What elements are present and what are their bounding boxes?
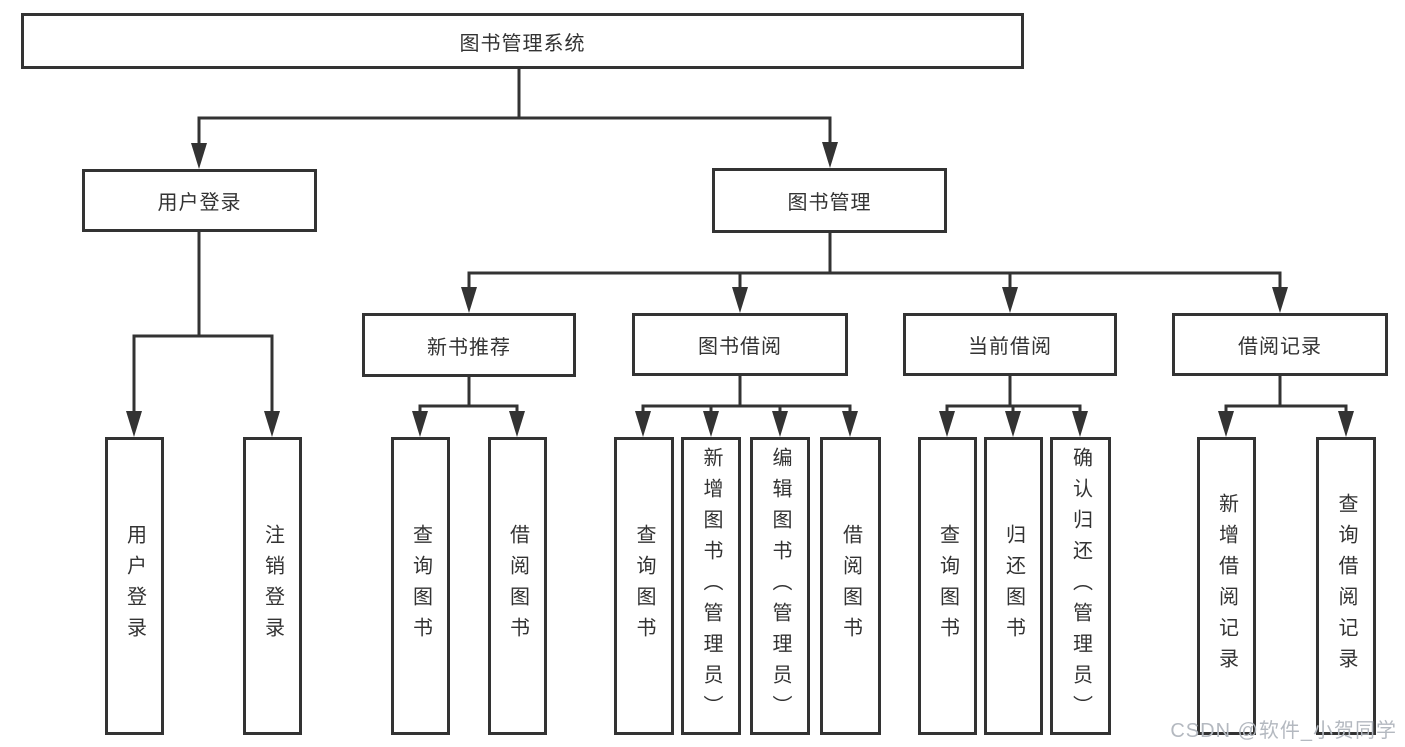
leaf-confirm-return-admin: 确认归还（管理员） — [1050, 437, 1111, 735]
node-new-book-recommend-label: 新书推荐 — [427, 336, 511, 359]
leaf-return-books: 归还图书 — [984, 437, 1043, 735]
leaf-edit-books-admin: 编辑图书（管理员） — [750, 437, 810, 735]
leaf-query-borrow-record-label: 查询借阅记录 — [1335, 493, 1357, 679]
leaf-user-login-label: 用户登录 — [123, 524, 146, 648]
leaf-query-borrow-record: 查询借阅记录 — [1316, 437, 1376, 735]
node-current-borrow: 当前借阅 — [903, 313, 1117, 376]
node-book-management-label: 图书管理 — [787, 192, 872, 214]
node-book-borrow-label: 图书借阅 — [698, 336, 782, 358]
leaf-borrow-books-2-label: 借阅图书 — [839, 524, 862, 648]
node-root-label: 图书管理系统 — [459, 32, 586, 55]
watermark: CSDN @软件_小贺同学 — [1170, 720, 1397, 742]
leaf-return-books-label: 归还图书 — [1002, 524, 1025, 648]
leaf-logout-label: 注销登录 — [261, 524, 284, 648]
leaf-confirm-return-admin-label: 确认归还（管理员） — [1069, 446, 1092, 726]
leaf-user-login: 用户登录 — [105, 437, 164, 735]
node-user-login: 用户登录 — [82, 169, 317, 232]
leaf-add-borrow-record: 新增借阅记录 — [1197, 437, 1256, 735]
leaf-add-borrow-record-label: 新增借阅记录 — [1215, 493, 1238, 679]
leaf-borrow-books-1: 借阅图书 — [488, 437, 547, 735]
node-current-borrow-label: 当前借阅 — [968, 336, 1052, 358]
node-book-borrow: 图书借阅 — [632, 313, 848, 376]
node-borrow-records-label: 借阅记录 — [1238, 336, 1322, 358]
node-book-management: 图书管理 — [712, 168, 947, 233]
leaf-logout: 注销登录 — [243, 437, 302, 735]
leaf-query-books-2: 查询图书 — [614, 437, 674, 735]
leaf-query-books-1-label: 查询图书 — [409, 524, 432, 648]
leaf-query-books-1: 查询图书 — [391, 437, 450, 735]
leaf-edit-books-admin-label: 编辑图书（管理员） — [769, 446, 791, 726]
node-root: 图书管理系统 — [21, 13, 1024, 69]
leaf-borrow-books-2: 借阅图书 — [820, 437, 881, 735]
leaf-add-books-admin: 新增图书（管理员） — [681, 437, 741, 735]
leaf-query-books-2-label: 查询图书 — [633, 524, 655, 648]
leaf-borrow-books-1-label: 借阅图书 — [506, 524, 529, 648]
leaf-add-books-admin-label: 新增图书（管理员） — [700, 446, 722, 726]
node-new-book-recommend: 新书推荐 — [362, 313, 576, 377]
node-borrow-records: 借阅记录 — [1172, 313, 1388, 376]
node-user-login-label: 用户登录 — [157, 192, 242, 214]
leaf-query-books-3: 查询图书 — [918, 437, 977, 735]
leaf-query-books-3-label: 查询图书 — [936, 524, 959, 648]
